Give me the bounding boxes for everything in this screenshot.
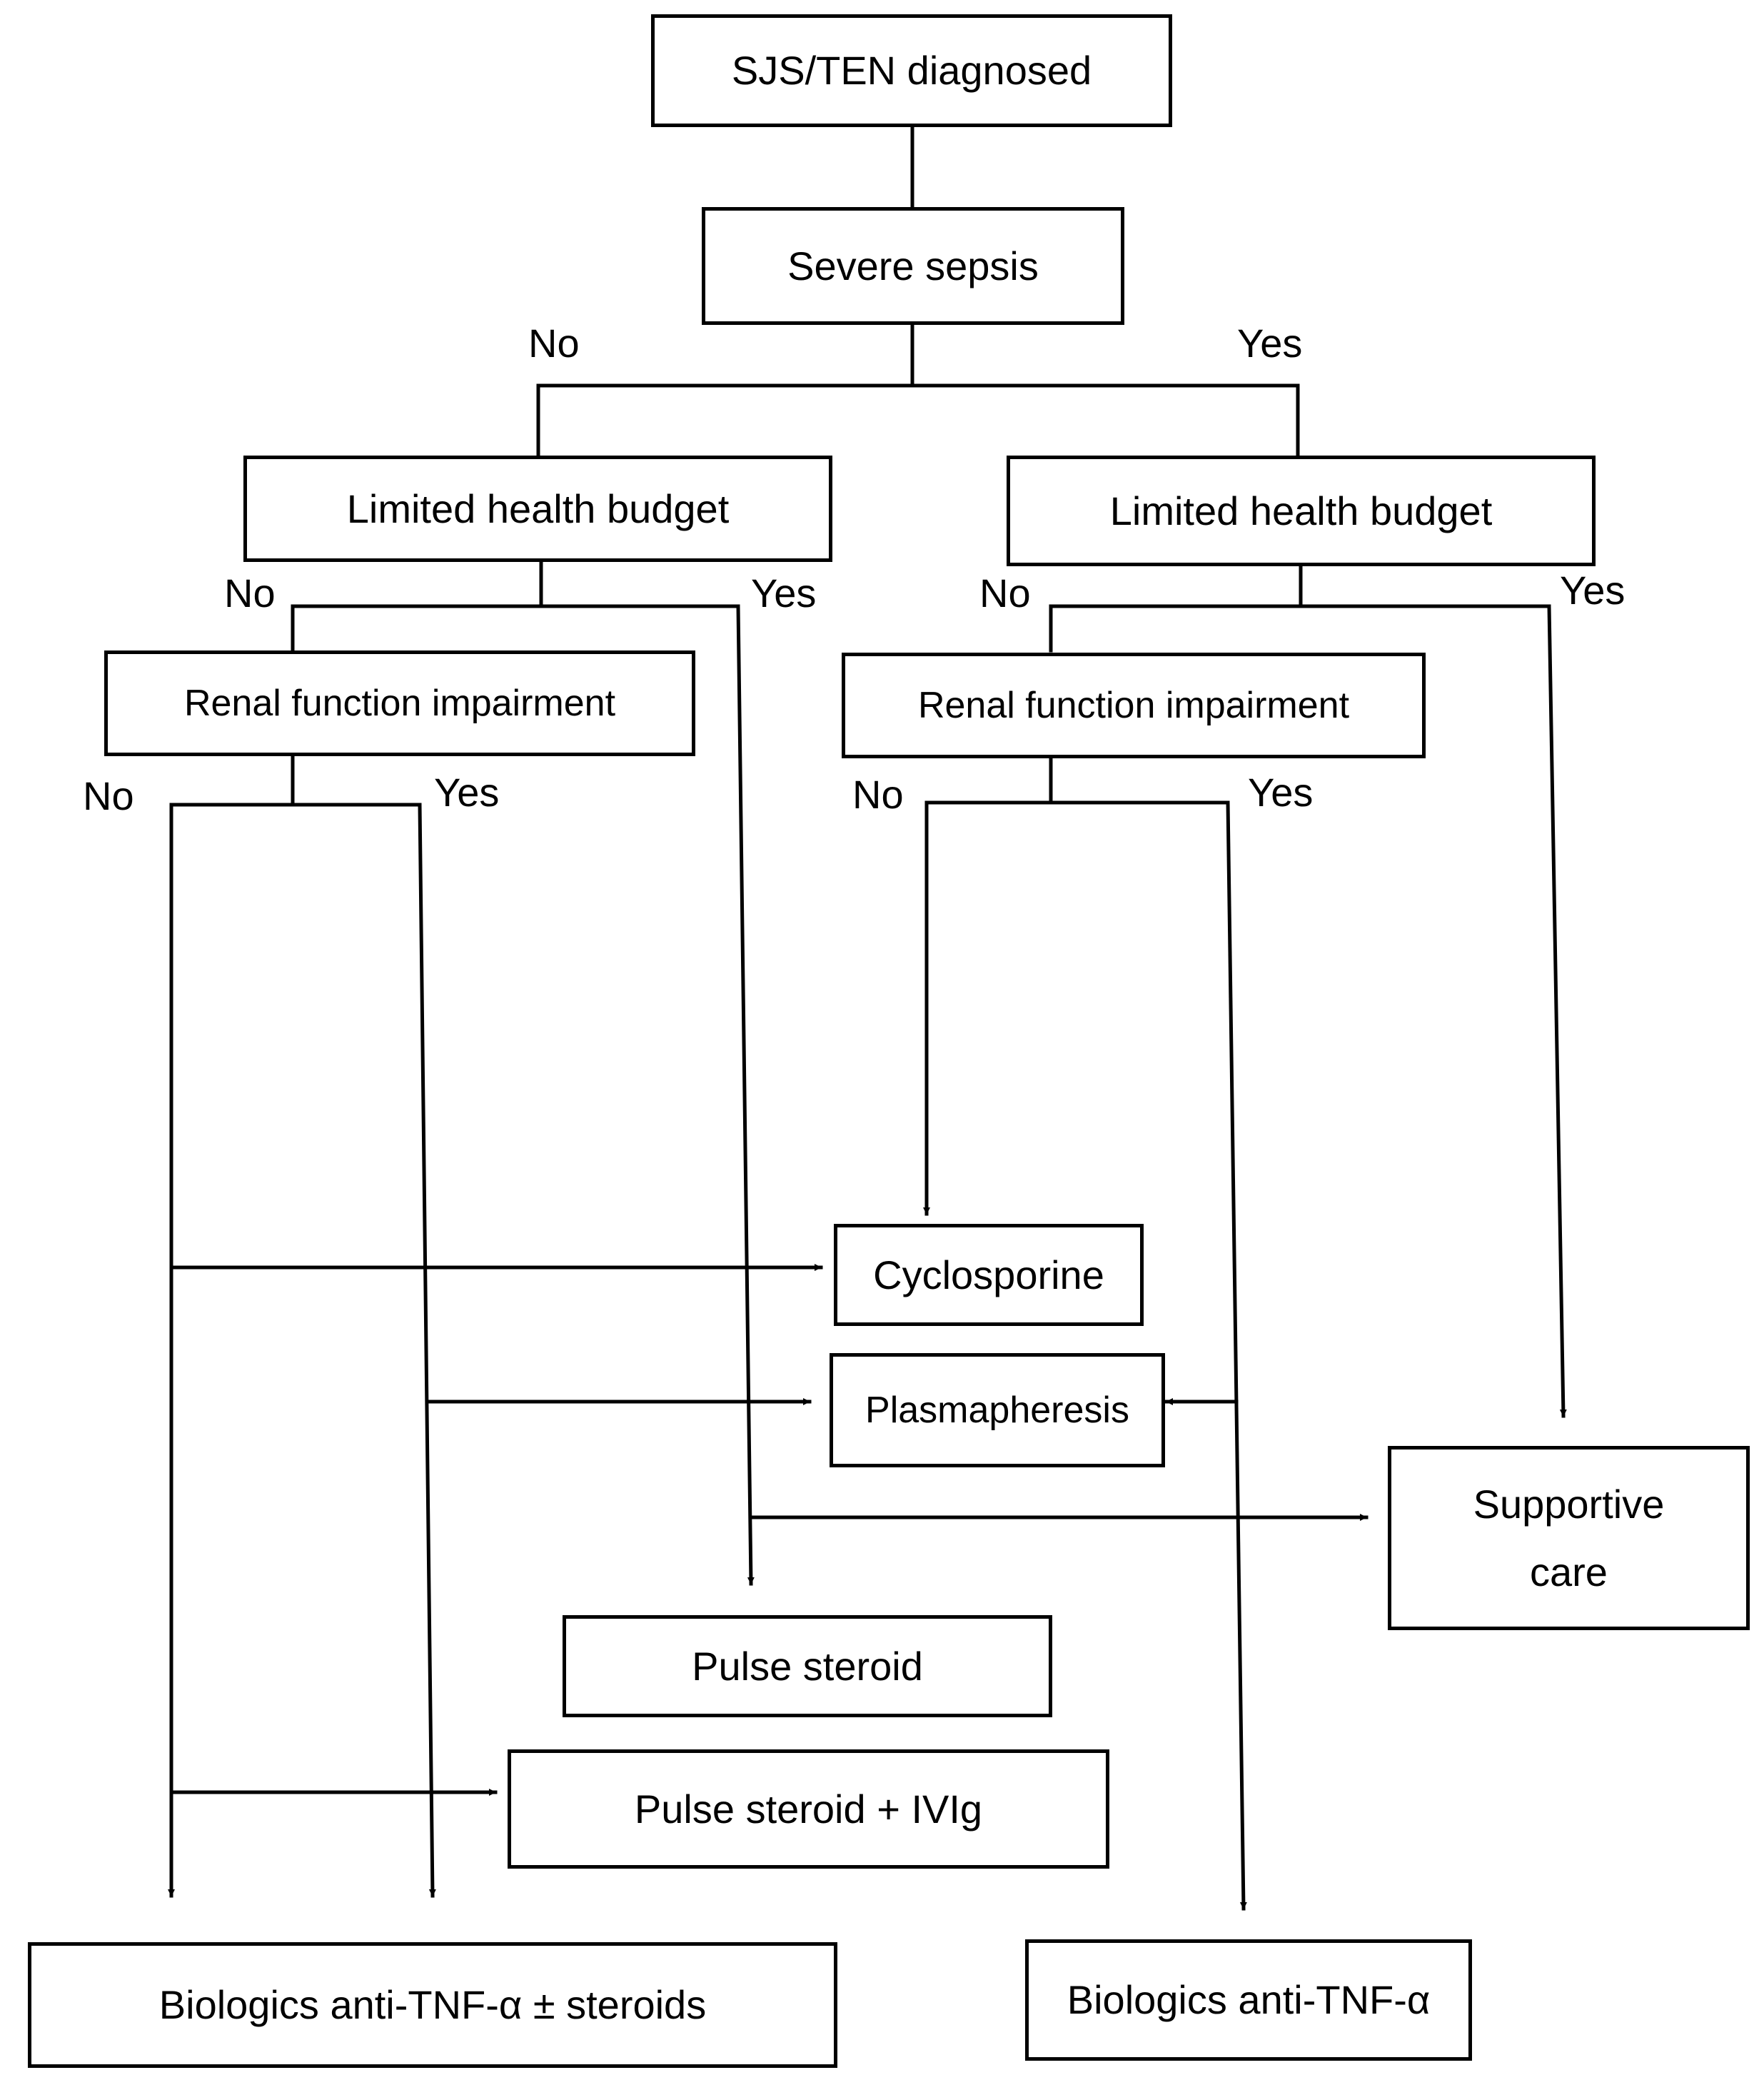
- edge-sepsis-split: [536, 323, 1300, 388]
- label-renal-right-yes: Yes: [1248, 770, 1314, 815]
- label-budget-left-no: No: [224, 571, 276, 616]
- node-biologics: Biologics anti-TNF-α: [1025, 1939, 1472, 2061]
- node-biologics-steroids: Biologics anti-TNF-α ± steroids: [28, 1942, 837, 2068]
- node-budget-left: Limited health budget: [243, 456, 832, 562]
- node-renal-left: Renal function impairment: [104, 650, 695, 756]
- label-renal-left-no: No: [83, 773, 134, 818]
- label-renal-left-yes: Yes: [434, 770, 500, 815]
- edge-renal-left-split: [169, 754, 422, 807]
- node-pulse-steroid-ivig: Pulse steroid + IVIg: [508, 1749, 1109, 1869]
- node-plasmapheresis: Plasmapheresis: [830, 1353, 1165, 1467]
- edge-renal-left-yes-trunk: [418, 803, 436, 1898]
- node-renal-right: Renal function impairment: [842, 653, 1426, 758]
- node-severe-sepsis: Severe sepsis: [702, 207, 1124, 325]
- label-sepsis-no: No: [528, 321, 580, 366]
- edge-budget-left-yes-trunk: [736, 604, 755, 1586]
- node-sjs-ten-diagnosed: SJS/TEN diagnosed: [651, 14, 1172, 127]
- edge-budget-left-split: [291, 560, 740, 608]
- label-sepsis-yes: Yes: [1237, 321, 1303, 366]
- edge-renal-right-no: [923, 800, 1230, 1216]
- label-budget-right-no: No: [979, 571, 1031, 616]
- edge-renal-right-yes-trunk: [1226, 800, 1247, 1911]
- edge-renal-right-split: [924, 756, 1230, 805]
- node-pulse-steroid: Pulse steroid: [563, 1615, 1052, 1717]
- label-budget-right-yes: Yes: [1560, 568, 1626, 613]
- label-renal-right-no: No: [852, 772, 904, 817]
- node-cyclosporine: Cyclosporine: [834, 1224, 1144, 1326]
- label-budget-left-yes: Yes: [751, 571, 817, 616]
- node-budget-right: Limited health budget: [1007, 456, 1596, 566]
- node-supportive-care: Supportive care: [1388, 1446, 1750, 1630]
- edge-budget-right-yes: [1547, 604, 1567, 1418]
- edge-budget-right-split: [1049, 564, 1551, 608]
